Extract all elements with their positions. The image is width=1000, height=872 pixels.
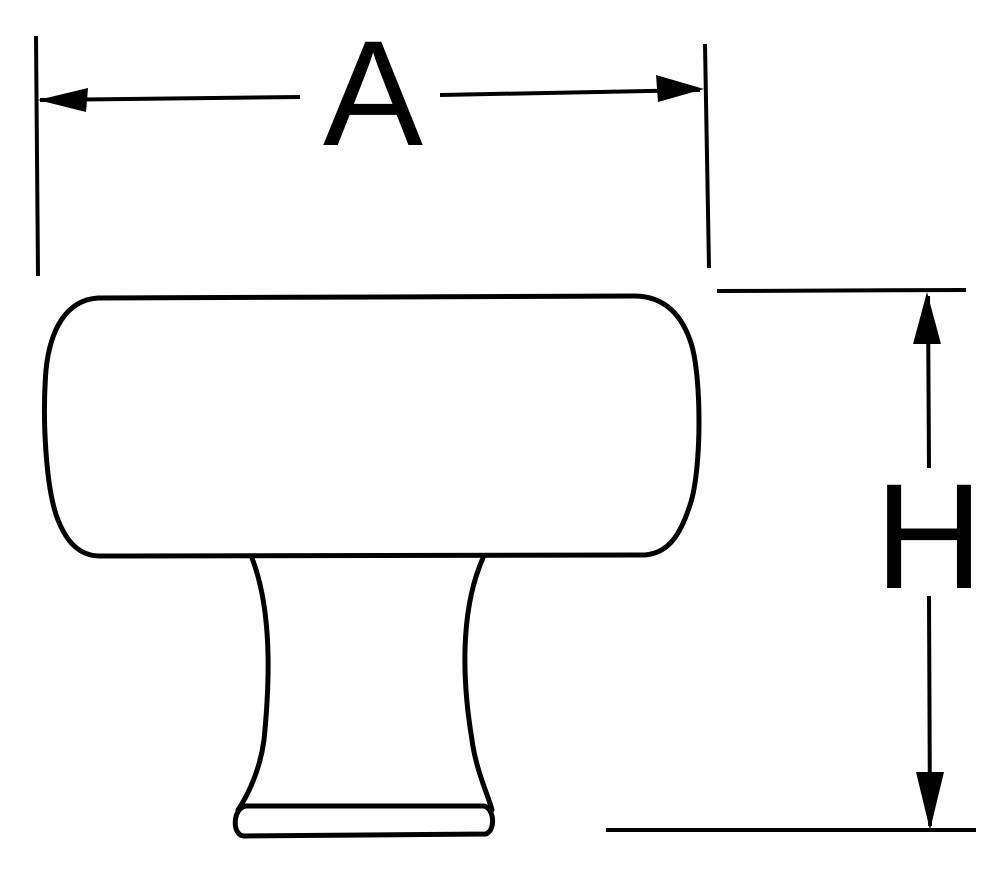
height-arrowhead-top [913, 292, 941, 344]
knob-outline [42, 293, 702, 839]
height-arrowhead-bottom [916, 772, 944, 830]
width-dimension-line-right [439, 88, 701, 97]
width-extension-line-right [703, 43, 711, 269]
width-arrowhead-left [38, 88, 88, 112]
knob-stem [235, 555, 495, 813]
width-label: A [323, 9, 423, 177]
height-label: H [875, 452, 983, 620]
width-dimension: A [34, 9, 711, 277]
knob-base [232, 803, 495, 839]
height-dimension: H [606, 288, 983, 832]
height-extension-line-top [716, 288, 967, 293]
width-extension-line-left [34, 35, 40, 277]
knob-head [42, 293, 702, 559]
width-arrowhead-right [656, 75, 704, 102]
